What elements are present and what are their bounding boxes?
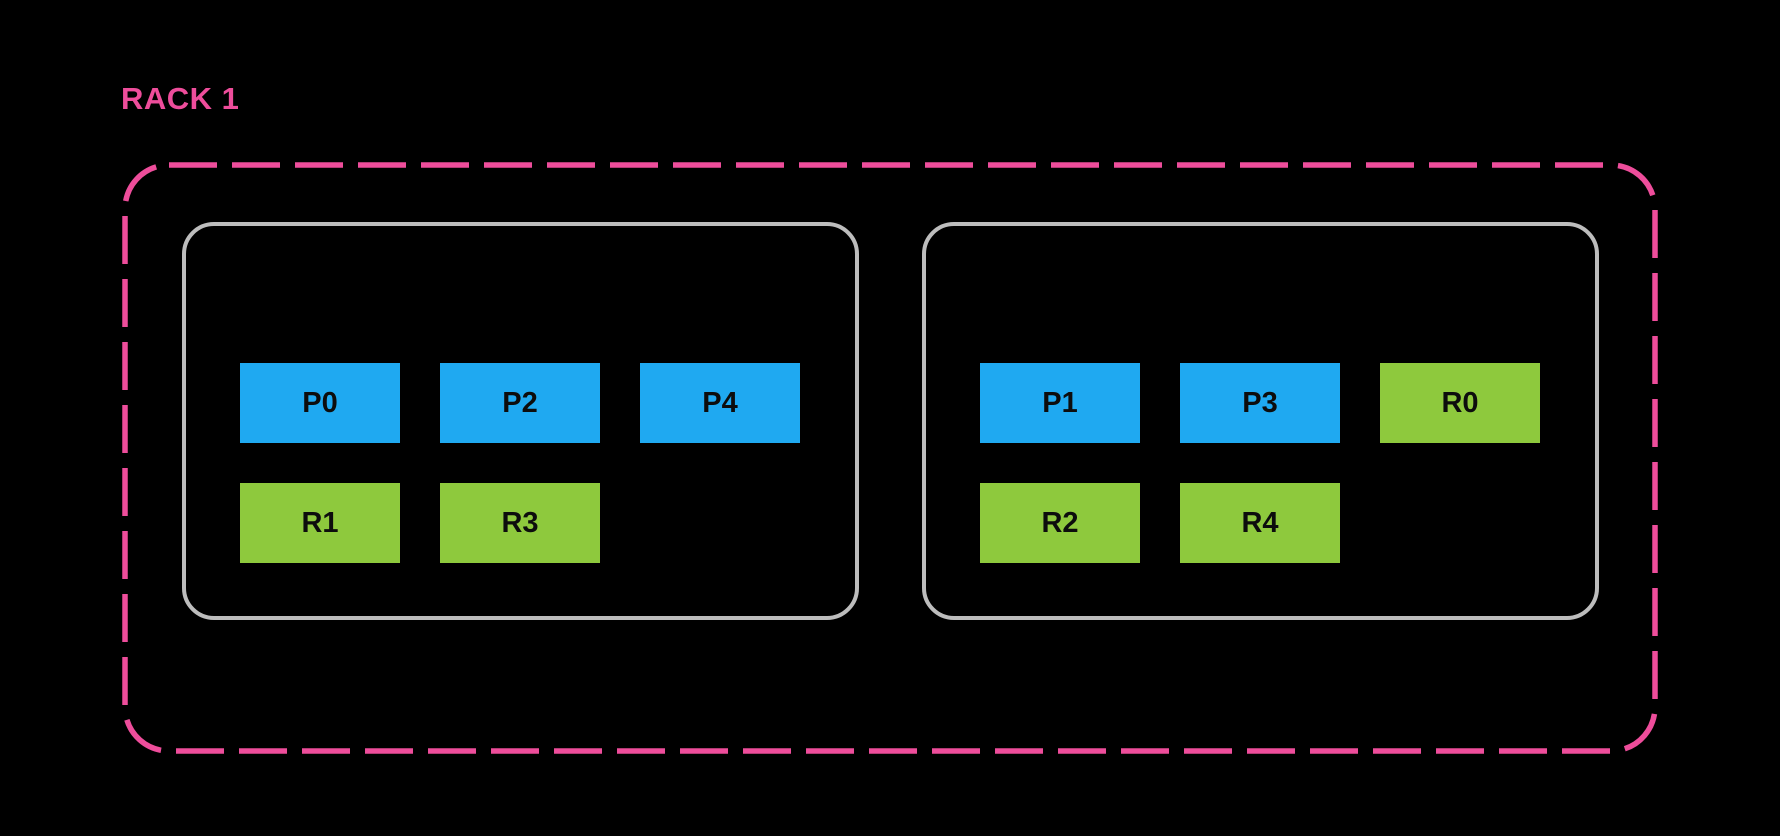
primary-shard-p2: P2 (440, 363, 600, 443)
replica-shard-r2: R2 (980, 483, 1140, 563)
primary-shard-p4: P4 (640, 363, 800, 443)
replica-shard-r1: R1 (240, 483, 400, 563)
rack-dashed-border (122, 162, 1658, 754)
slot-row: P1 P3 R0 (980, 363, 1595, 443)
primary-shard-p0: P0 (240, 363, 400, 443)
replica-shard-r3: R3 (440, 483, 600, 563)
primary-shard-p1: P1 (980, 363, 1140, 443)
primary-shard-p3: P3 (1180, 363, 1340, 443)
slot-row: P0 P2 P4 (240, 363, 855, 443)
slot-row: R2 R4 (980, 483, 1595, 563)
replica-shard-r0: R0 (1380, 363, 1540, 443)
slot-row: R1 R3 (240, 483, 855, 563)
rack-label: RACK 1 (121, 81, 240, 116)
replica-shard-r4: R4 (1180, 483, 1340, 563)
